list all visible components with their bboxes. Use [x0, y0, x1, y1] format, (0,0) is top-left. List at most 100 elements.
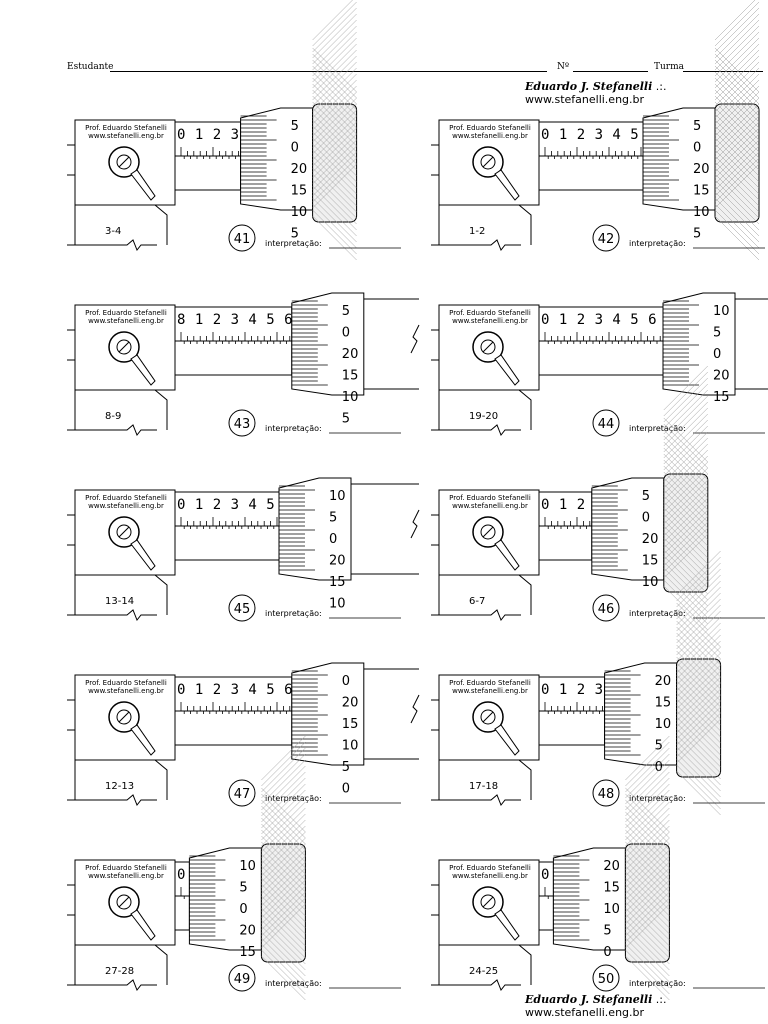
break-line [431, 609, 521, 621]
sleeve-numbers: 0 1 2 3 [541, 497, 604, 513]
knurl-line [676, 734, 721, 780]
knurl-line [663, 507, 708, 553]
frame-outline [67, 305, 168, 430]
knurl-line [714, 89, 760, 135]
label-site: www.stefanelli.eng.br [452, 502, 528, 510]
knurl-line [663, 377, 708, 423]
knurl-line [312, 179, 357, 225]
thimble [278, 477, 352, 581]
knurl-line [714, 103, 760, 149]
knurl-line [312, 101, 357, 147]
signature: Eduardo J. Stefanelli [525, 80, 653, 93]
ratchet-knurl [260, 843, 306, 963]
knurl-line [676, 602, 721, 648]
knurl-line [261, 895, 306, 941]
number-field[interactable] [573, 71, 648, 72]
class-field[interactable] [683, 71, 763, 72]
knurl-line [625, 891, 670, 937]
knurl-line [625, 925, 670, 971]
knurl-line [714, 43, 760, 89]
student-name-field[interactable] [110, 71, 547, 72]
label-author: Prof. Eduardo Stefanelli [85, 124, 167, 132]
knurl-line [625, 919, 670, 965]
thimble-number: 0 [342, 326, 350, 341]
knurl-line [312, 203, 357, 249]
thimble-number: 20 [329, 554, 346, 569]
knurl-line [676, 592, 721, 638]
knurl-line [312, 143, 357, 189]
exercise-number: 41 [234, 232, 251, 247]
break-line [431, 424, 521, 436]
knurl-line [676, 740, 721, 786]
sleeve-numbers: 0 1 2 3 4 [177, 127, 257, 143]
knurl-line [714, 65, 760, 111]
knurl-line [676, 656, 721, 702]
knurl-line [714, 161, 760, 207]
knurl-line [625, 831, 670, 877]
knurl-line [261, 765, 306, 811]
knurl-line [261, 747, 306, 793]
lock-lever [130, 909, 156, 941]
thimble-number: 0 [642, 511, 650, 526]
thimble [662, 292, 736, 396]
knurl-line [261, 907, 306, 953]
knurl-line [714, 203, 760, 249]
knurl-line [714, 113, 760, 159]
knurl-line [714, 209, 760, 255]
knurl-line [714, 95, 760, 141]
knurl-line [261, 871, 306, 917]
spindle-body [363, 298, 419, 390]
knurl-line [261, 879, 306, 925]
knurl-line [714, 97, 760, 143]
knurl-line [625, 753, 670, 799]
knurl-line [625, 841, 670, 887]
knurl-line [312, 173, 357, 219]
knurl-line [663, 431, 708, 477]
ratchet-knurl [624, 843, 670, 963]
knurl-line [714, 0, 756, 41]
screw-slot [482, 896, 494, 908]
exercise-badge [592, 224, 620, 252]
sleeve-numbers: 8 1 2 3 4 5 6 7 8 [177, 312, 329, 328]
knurl-line [676, 682, 721, 728]
knurl-line [312, 13, 357, 59]
knurl-line [714, 167, 760, 213]
thimble-number: 20 [291, 162, 308, 177]
thimble-number: 5 [693, 227, 701, 242]
thimble-number: 0 [329, 532, 337, 547]
knurl-line [625, 861, 670, 907]
knurl-line [312, 61, 357, 107]
ratchet-knurl [676, 658, 722, 778]
thimble-number: 15 [713, 390, 730, 405]
exercise-number: 42 [598, 232, 615, 247]
thimble-number: 20 [642, 532, 659, 547]
knurl-line [261, 805, 306, 851]
thimble-number: 5 [291, 227, 299, 242]
knurl-line [261, 829, 306, 875]
screw-slot [482, 156, 494, 168]
thimble-number: 0 [342, 782, 350, 797]
knurl-line [676, 662, 721, 708]
thimble-number: 20 [239, 924, 256, 939]
knurl-line [261, 883, 306, 929]
knurl-line [676, 688, 721, 734]
knurl-line [663, 371, 708, 417]
knurl-line [663, 365, 708, 411]
knurl-line [663, 461, 708, 507]
knurl-line [714, 107, 760, 153]
footer-credit: Eduardo J. Stefanelli .:. www.stefanelli… [525, 993, 768, 1019]
knurl-line [625, 907, 670, 953]
sleeve-numbers: 0 1 2 3 4 5 6 7 8 [177, 682, 329, 698]
lock-lever [494, 354, 520, 386]
interpretation-label: interpretação: [265, 609, 322, 618]
thimble-number: 5 [603, 924, 611, 939]
knurl-line [714, 49, 760, 95]
knurl-line [625, 853, 670, 899]
student-label: Estudante [67, 62, 114, 72]
knurl-line [663, 495, 708, 541]
